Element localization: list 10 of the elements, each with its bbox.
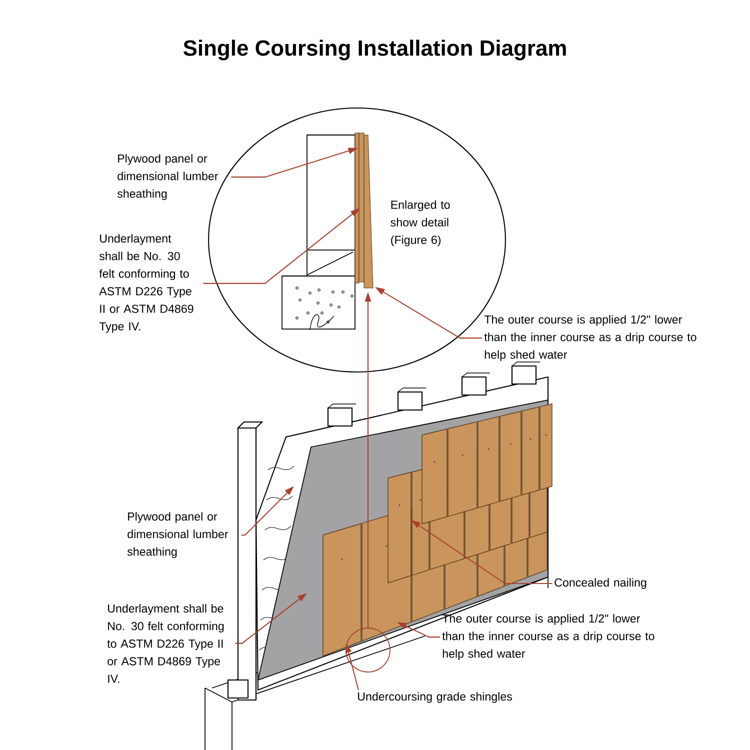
callout-label: Plywood panel or dimensional lumber sheathing bbox=[127, 512, 228, 558]
callout-label: Undercoursing grade shingles bbox=[358, 692, 512, 703]
callout-label: The outer course is applied 1/2" lower than the inner course as a drip course to help shed water bbox=[484, 315, 696, 362]
callout-label: Concealed nailing bbox=[554, 578, 646, 589]
callout-label: Plywood panel or dimensional lumber sheathing bbox=[117, 154, 218, 200]
detail-marker-circle bbox=[346, 628, 390, 672]
callout-label: The outer course is applied 1/2" lower than the inner course as a drip course to help shed water bbox=[442, 614, 654, 660]
callout-label: Underlayment shall be No. 30 felt conforming to ASTM D226 Type II or ASTM D4869 Type IV. bbox=[99, 234, 194, 333]
callout-label: Underlayment shall be No. 30 felt conforming to ASTM D226 Type II or ASTM D4869 Type IV. bbox=[107, 604, 224, 683]
title: Single Coursing Installation Diagram bbox=[183, 40, 566, 60]
